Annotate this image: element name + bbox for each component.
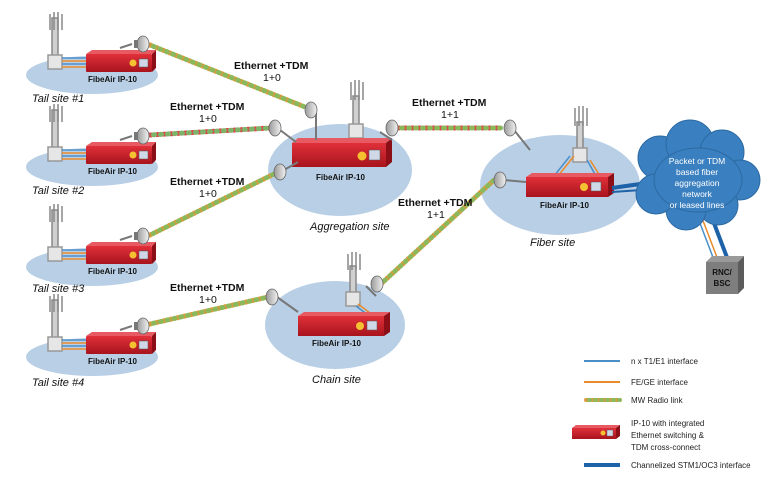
rnc-e1-link bbox=[697, 217, 715, 261]
chain-fiber-link-title: Ethernet +TDM bbox=[398, 197, 473, 209]
dish-antenna-icon bbox=[119, 317, 150, 335]
legend-ip10-line-3: TDM cross-connect bbox=[631, 443, 701, 452]
tower-icon bbox=[47, 294, 63, 352]
dish-antenna-icon bbox=[503, 119, 531, 151]
cloud-line-4: network bbox=[682, 189, 713, 199]
rnc-bsc-node: RNC/ BSC bbox=[706, 256, 744, 294]
legend-mw-label: MW Radio link bbox=[631, 396, 684, 405]
chain-site-label: Chain site bbox=[312, 374, 361, 386]
tail-site-1: FibeAir IP-10 Tail site #1 bbox=[32, 12, 156, 105]
cloud-line-1: Packet or TDM bbox=[669, 156, 726, 166]
cloud-line-2: based fiber bbox=[676, 167, 718, 177]
link2-config: 1+0 bbox=[199, 113, 217, 125]
device-label: FibeAir IP-10 bbox=[88, 167, 137, 176]
stm-uplink bbox=[611, 182, 641, 190]
rnc-fe-link bbox=[701, 217, 719, 261]
link3-title: Ethernet +TDM bbox=[170, 176, 245, 188]
dish-antenna-icon bbox=[119, 127, 150, 145]
device-label: FibeAir IP-10 bbox=[312, 339, 361, 348]
cloud-line-3: aggregation bbox=[675, 178, 720, 188]
tail1-site-label: Tail site #1 bbox=[32, 93, 84, 105]
legend-ip10-swatch bbox=[572, 425, 620, 439]
link4-config: 1+0 bbox=[199, 294, 217, 306]
legend-fe-label: FE/GE interface bbox=[631, 378, 688, 387]
mw-link-tail1-agg-b bbox=[147, 42, 308, 110]
tail-site-4: FibeAir IP-10 Tail site #4 bbox=[32, 294, 156, 389]
tower-icon bbox=[345, 252, 361, 307]
mw-link-tail2-agg-b bbox=[147, 125, 273, 138]
tower-icon bbox=[47, 104, 63, 162]
device-label: FibeAir IP-10 bbox=[88, 357, 137, 366]
link2-title: Ethernet +TDM bbox=[170, 101, 245, 113]
cable-bundle bbox=[62, 249, 88, 260]
dish-antenna-icon bbox=[379, 119, 399, 141]
agg-fiber-link-title: Ethernet +TDM bbox=[412, 97, 487, 109]
tower-icon bbox=[572, 106, 588, 163]
rnc-label-2: BSC bbox=[714, 279, 731, 288]
ip10-radio-icon bbox=[292, 138, 392, 167]
dish-antenna-icon bbox=[365, 275, 384, 297]
link1-title: Ethernet +TDM bbox=[234, 60, 309, 72]
chain-fiber-link-config: 1+1 bbox=[427, 209, 445, 221]
cable-bundle bbox=[62, 339, 88, 350]
tower-icon bbox=[47, 204, 63, 262]
tail-site-2: FibeAir IP-10 Tail site #2 bbox=[32, 104, 156, 197]
tail-site-3: FibeAir IP-10 Tail site #3 bbox=[32, 204, 156, 295]
link4-title: Ethernet +TDM bbox=[170, 282, 245, 294]
ip10-radio-icon bbox=[86, 242, 156, 264]
aggregation-site: FibeAir IP-10 Aggregation site bbox=[268, 80, 399, 233]
rnc-label-1: RNC/ bbox=[712, 268, 732, 277]
cable-bundle bbox=[62, 57, 88, 68]
tail2-site-label: Tail site #2 bbox=[32, 185, 84, 197]
dish-antenna-icon bbox=[119, 35, 150, 53]
ip10-radio-icon bbox=[86, 142, 156, 164]
agg-fiber-link-config: 1+1 bbox=[441, 109, 459, 121]
legend-e1-label: n x T1/E1 interface bbox=[631, 357, 699, 366]
dish-antenna-icon bbox=[273, 161, 299, 181]
device-label: FibeAir IP-10 bbox=[88, 75, 137, 84]
ip10-radio-icon bbox=[526, 173, 614, 197]
tail4-site-label: Tail site #4 bbox=[32, 377, 84, 389]
fiber-network-cloud: Packet or TDM based fiber aggregation ne… bbox=[635, 119, 761, 231]
legend-ip10-line-1: IP-10 with integrated bbox=[631, 419, 704, 428]
tail3-site-label: Tail site #3 bbox=[32, 283, 85, 295]
ip10-radio-icon bbox=[86, 50, 156, 72]
aggregation-site-label: Aggregation site bbox=[309, 221, 390, 233]
cable-bundle bbox=[62, 149, 88, 160]
ip10-radio-icon bbox=[298, 312, 390, 336]
mw-link-chain-fiber-b bbox=[379, 177, 497, 286]
chain-site: FibeAir IP-10 Chain site bbox=[265, 252, 390, 386]
mw-link-tail3-agg-b bbox=[147, 169, 281, 238]
dish-antenna-icon bbox=[304, 101, 318, 140]
device-label: FibeAir IP-10 bbox=[316, 173, 365, 182]
ip10-radio-icon bbox=[86, 332, 156, 354]
fiber-site-label: Fiber site bbox=[530, 237, 575, 249]
cloud-line-5: or leased lines bbox=[670, 200, 725, 210]
dish-antenna-icon bbox=[268, 119, 297, 143]
tower-icon bbox=[47, 12, 63, 70]
dish-antenna-icon bbox=[119, 227, 150, 245]
legend: n x T1/E1 interface FE/GE interface MW R… bbox=[572, 357, 751, 470]
dish-antenna-icon bbox=[493, 171, 527, 189]
device-label: FibeAir IP-10 bbox=[88, 267, 137, 276]
legend-stm-label: Channelized STM1/OC3 interface bbox=[631, 461, 751, 470]
mw-radio-links bbox=[147, 42, 506, 327]
tower-icon bbox=[348, 80, 364, 139]
device-label: FibeAir IP-10 bbox=[540, 201, 589, 210]
link1-config: 1+0 bbox=[263, 72, 281, 84]
mw-link-tail4-chain-b bbox=[147, 294, 271, 327]
legend-ip10-line-2: Ethernet switching & bbox=[631, 431, 705, 440]
dish-antenna-icon bbox=[265, 288, 299, 313]
link3-config: 1+0 bbox=[199, 188, 217, 200]
